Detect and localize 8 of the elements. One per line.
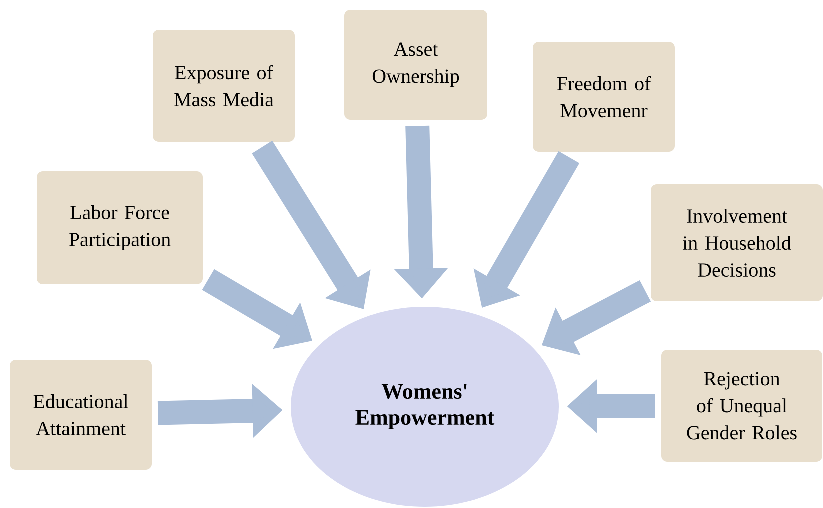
text-box: Educational Attainment <box>10 360 152 470</box>
text-box: Rejection of Unequal Gender Roles <box>662 350 822 462</box>
text-box: Exposure of Mass Media <box>153 30 295 142</box>
text-box: Involvement in Household Decisions <box>651 184 823 302</box>
ellipse-node: Womens' Empowerment <box>291 306 559 507</box>
text-box: Asset Ownership <box>344 10 488 120</box>
text-box: Labor Force Participation <box>37 172 203 284</box>
text-box: Freedom of Movemenr <box>533 42 675 152</box>
